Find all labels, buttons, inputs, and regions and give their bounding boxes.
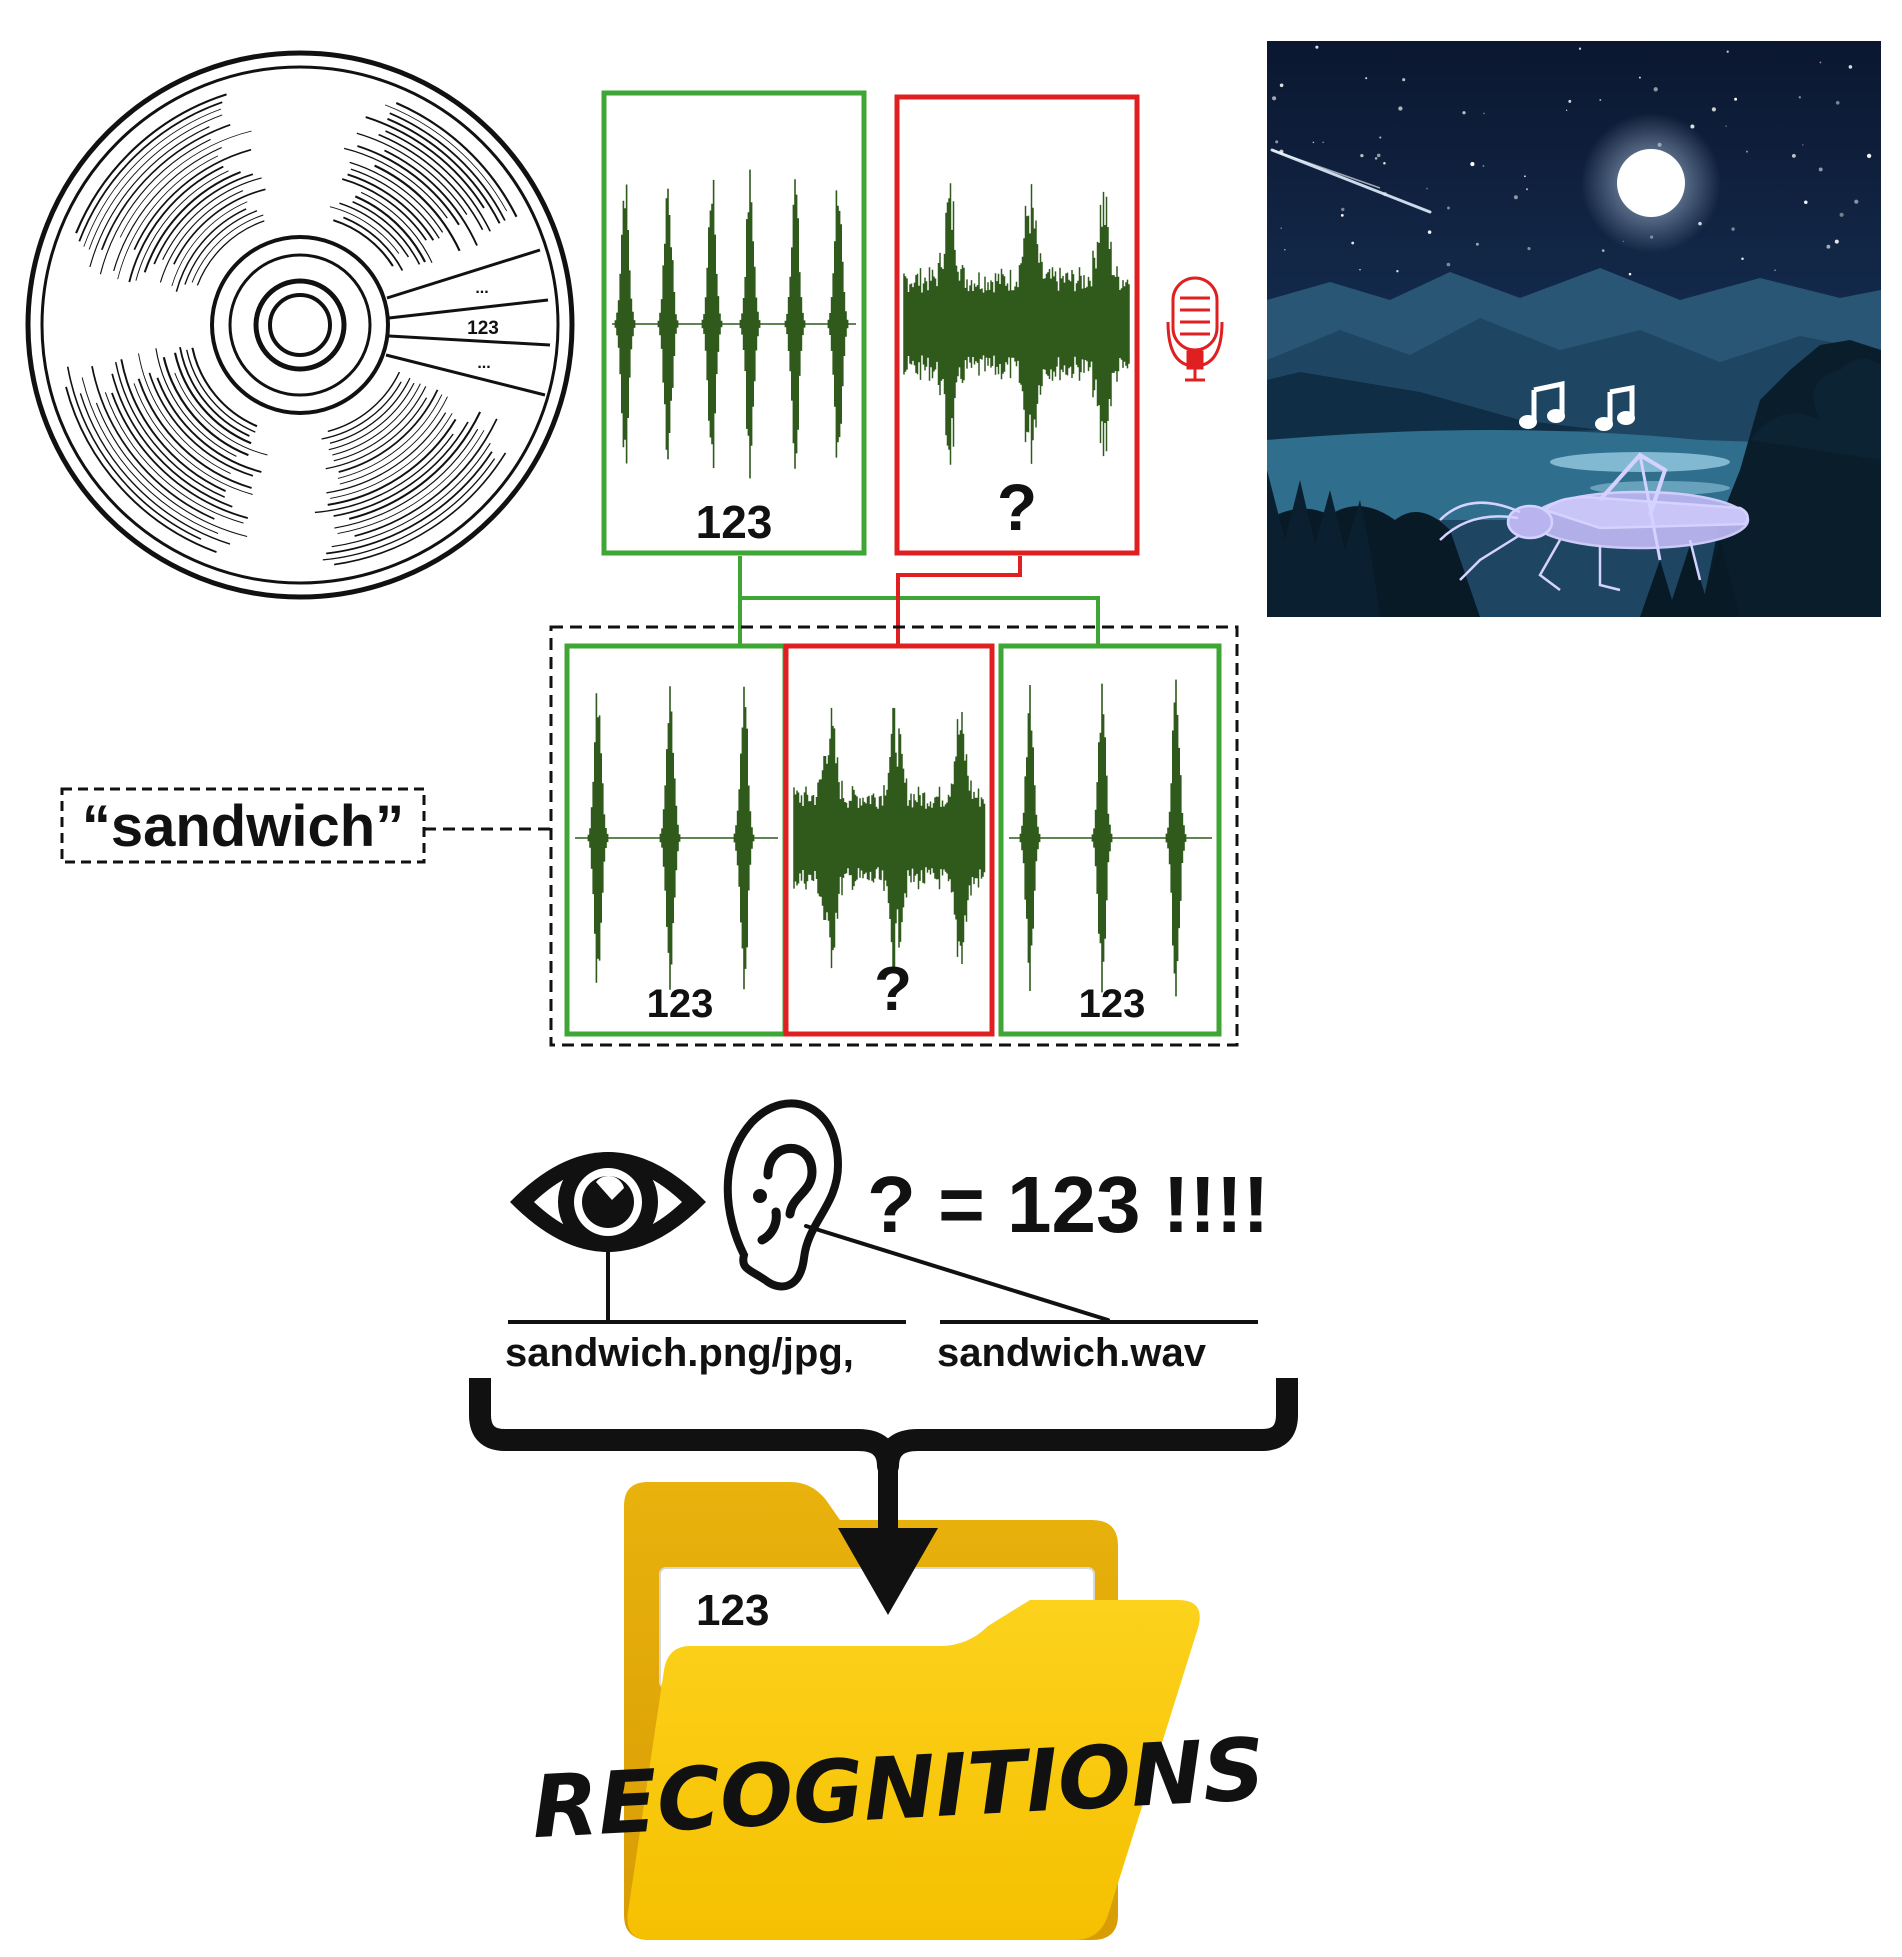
sandwich-left-label: 123 (647, 982, 714, 1026)
sandwich-middle-label: ? (874, 955, 912, 1024)
sandwich-word: “sandwich” (82, 794, 404, 859)
microphone-icon (1166, 276, 1224, 382)
recognition-equation: ? = 123 !!!! (867, 1160, 1269, 1249)
reference-clip: 123 (601, 90, 867, 556)
recognitions-folder: 123 RECOGNITIONS (530, 1482, 1267, 1940)
sandwich-word-box: “sandwich” (60, 787, 551, 864)
sandwich-sequence: 123 ? 123 (549, 625, 1239, 1047)
disc-track-top: ... (475, 280, 488, 297)
music-notes-icon (1519, 380, 1635, 431)
pulse-waveform-left (575, 686, 778, 990)
unknown-clip: ? (894, 94, 1140, 556)
pulse-waveform-right (1009, 679, 1212, 997)
pulse-waveform (612, 169, 856, 479)
reference-clip-label: 123 (696, 496, 773, 548)
disc-icon: ... 123 ... (25, 50, 575, 600)
night-scene-image (1267, 41, 1881, 617)
clip-connectors (738, 556, 1100, 646)
disc-track-mid: 123 (467, 318, 499, 339)
down-arrow-icon (838, 1466, 938, 1615)
folder-doc-label: 123 (696, 1586, 769, 1635)
disc-track-bottom: ... (477, 355, 490, 372)
sandwich-right-label: 123 (1079, 982, 1146, 1026)
image-filename: sandwich.png/jpg, (505, 1331, 854, 1375)
cricket-icon (1439, 452, 1750, 592)
unknown-clip-label: ? (997, 470, 1037, 544)
audio-filename: sandwich.wav (937, 1331, 1207, 1375)
merge-brace (469, 1378, 1298, 1477)
eye-icon (510, 1152, 706, 1320)
noise-waveform-middle (793, 707, 986, 969)
noise-waveform (903, 183, 1130, 465)
ear-icon (723, 1099, 1110, 1322)
